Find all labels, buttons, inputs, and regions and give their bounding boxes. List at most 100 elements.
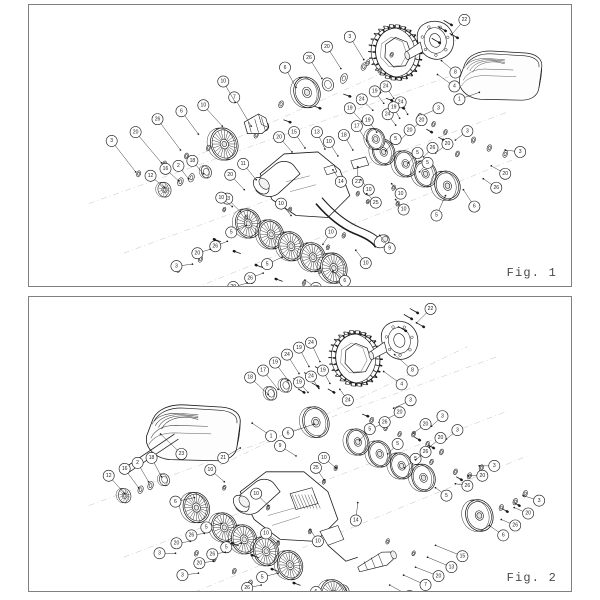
callout-1[interactable]: 1 <box>251 422 277 442</box>
callout-5[interactable]: 5 <box>430 194 447 222</box>
callout-24[interactable]: 24 <box>379 80 395 100</box>
callout-10[interactable]: 10 <box>322 226 337 246</box>
callout-25[interactable]: 25 <box>365 192 382 209</box>
callout-24[interactable]: 24 <box>339 388 354 407</box>
callout-5[interactable]: 5 <box>358 423 376 441</box>
callout-12[interactable]: 12 <box>102 469 126 495</box>
callout-17[interactable]: 17 <box>350 120 368 142</box>
callout-24[interactable]: 24 <box>305 336 321 363</box>
callout-24[interactable]: 24 <box>281 348 300 375</box>
callout-20[interactable]: 20 <box>467 469 489 482</box>
callout-3[interactable]: 3 <box>170 260 194 272</box>
callout-5[interactable]: 5 <box>386 438 404 455</box>
callout-10[interactable]: 10 <box>275 197 292 217</box>
callout-5[interactable]: 5 <box>407 147 424 164</box>
callout-20[interactable]: 20 <box>428 432 447 448</box>
callout-3[interactable]: 3 <box>153 547 177 560</box>
callout-18[interactable]: 18 <box>145 452 163 478</box>
callout-19[interactable]: 19 <box>293 376 309 394</box>
callout-10[interactable]: 10 <box>309 528 324 548</box>
callout-20[interactable]: 20 <box>321 40 342 70</box>
callout-26[interactable]: 26 <box>206 548 227 561</box>
callout-24[interactable]: 24 <box>355 93 374 112</box>
callout-21[interactable]: 21 <box>217 447 242 464</box>
callout-6[interactable]: 6 <box>462 188 481 213</box>
callout-10[interactable]: 10 <box>354 249 372 270</box>
callout-26[interactable]: 26 <box>209 240 229 253</box>
callout-8[interactable]: 8 <box>393 353 419 377</box>
callout-7[interactable]: 7 <box>228 91 253 127</box>
callout-20[interactable]: 20 <box>513 506 535 520</box>
callout-19[interactable]: 19 <box>368 85 385 105</box>
callout-22[interactable]: 22 <box>415 303 437 324</box>
callout-3[interactable]: 3 <box>105 135 137 173</box>
callout-20[interactable]: 20 <box>383 406 406 422</box>
callout-26[interactable]: 26 <box>482 177 503 194</box>
callout-20[interactable]: 20 <box>434 138 454 154</box>
callout-9[interactable]: 9 <box>378 234 396 255</box>
callout-26[interactable]: 26 <box>303 51 323 80</box>
callout-10[interactable]: 10 <box>204 463 226 483</box>
callout-3[interactable]: 3 <box>522 494 545 507</box>
callout-14[interactable]: 14 <box>332 168 347 188</box>
callout-3[interactable]: 3 <box>392 394 417 410</box>
callout-10[interactable]: 10 <box>197 99 224 127</box>
callout-6[interactable]: 6 <box>169 495 196 508</box>
callout-10[interactable]: 10 <box>217 75 237 104</box>
callout-8[interactable]: 8 <box>440 59 462 79</box>
callout-10[interactable]: 10 <box>323 136 339 157</box>
callout-11[interactable]: 11 <box>237 158 258 181</box>
callout-6[interactable]: 6 <box>175 105 200 135</box>
callout-20[interactable]: 20 <box>412 418 432 434</box>
callout-26[interactable]: 26 <box>304 279 322 286</box>
callout-26[interactable]: 26 <box>185 529 206 542</box>
callout-10[interactable]: 10 <box>318 452 337 469</box>
callout-20[interactable]: 20 <box>273 131 293 153</box>
callout-20[interactable]: 20 <box>490 165 512 180</box>
callout-5[interactable]: 5 <box>261 256 283 271</box>
callout-2[interactable]: 2 <box>131 457 150 483</box>
callout-16[interactable]: 16 <box>118 462 140 489</box>
callout-9[interactable]: 9 <box>274 440 297 457</box>
callout-7[interactable]: 7 <box>402 574 432 591</box>
callout-3[interactable]: 3 <box>445 424 464 440</box>
callout-6[interactable]: 6 <box>332 270 351 286</box>
callout-20[interactable]: 20 <box>414 566 445 582</box>
callout-3[interactable]: 3 <box>176 569 200 581</box>
callout-3[interactable]: 3 <box>343 30 365 61</box>
callout-25[interactable]: 25 <box>310 461 325 481</box>
callout-10[interactable]: 10 <box>250 487 269 507</box>
callout-3[interactable]: 3 <box>504 146 527 158</box>
callout-19[interactable]: 19 <box>361 114 378 133</box>
callout-26[interactable]: 26 <box>414 446 432 461</box>
callout-20[interactable]: 20 <box>193 557 215 570</box>
callout-21[interactable]: 21 <box>351 166 364 188</box>
callout-6[interactable]: 6 <box>488 524 510 542</box>
callout-15[interactable]: 15 <box>288 126 306 149</box>
callout-6[interactable]: 6 <box>310 586 333 591</box>
callout-10[interactable]: 10 <box>359 178 375 196</box>
callout-18[interactable]: 18 <box>186 155 205 175</box>
callout-20[interactable]: 20 <box>227 281 249 286</box>
callout-20[interactable]: 20 <box>129 126 163 164</box>
callout-5[interactable]: 5 <box>418 157 434 173</box>
callout-26[interactable]: 26 <box>454 479 474 492</box>
callout-5[interactable]: 5 <box>256 571 279 583</box>
callout-10[interactable]: 10 <box>390 182 407 200</box>
callout-6[interactable]: 6 <box>279 61 297 89</box>
callout-10[interactable]: 10 <box>260 527 279 543</box>
callout-18[interactable]: 18 <box>337 129 354 151</box>
callout-22[interactable]: 22 <box>450 14 471 36</box>
callout-14[interactable]: 14 <box>349 501 362 527</box>
callout-10[interactable]: 10 <box>215 191 234 208</box>
callout-5[interactable]: 5 <box>220 541 243 554</box>
callout-5[interactable]: 5 <box>200 521 223 534</box>
callout-16[interactable]: 16 <box>159 162 180 182</box>
callout-24[interactable]: 24 <box>305 370 320 390</box>
callout-3[interactable]: 3 <box>478 459 501 472</box>
callout-26[interactable]: 26 <box>151 113 182 151</box>
callout-5[interactable]: 5 <box>225 224 248 239</box>
callout-17[interactable]: 17 <box>257 364 279 391</box>
callout-26[interactable]: 26 <box>241 582 262 591</box>
callout-26[interactable]: 26 <box>422 142 439 158</box>
